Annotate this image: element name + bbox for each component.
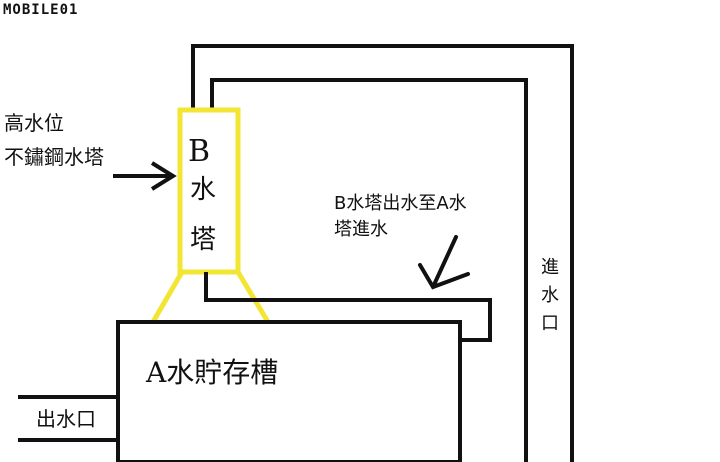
b-tower-letter: B [188, 134, 211, 169]
flow-arrow-icon [418, 235, 470, 290]
tank-a-outline [116, 320, 462, 462]
b-tower-char1: 水 [190, 175, 217, 205]
tank-a-label: A水貯存槽 [146, 356, 279, 389]
label-high-level: 高水位 [4, 111, 64, 135]
site-logo: MOBILE01 [3, 2, 78, 18]
label-stainless-tower: 不鏽鋼水塔 [4, 145, 104, 169]
arrow-to-tower-head [150, 161, 177, 191]
logo-text: MOBILE01 [3, 2, 79, 18]
tower-leg-left [150, 270, 185, 324]
tower-leg-right [235, 270, 271, 324]
outer-pipe [191, 44, 574, 462]
inner-pipe [210, 78, 528, 462]
flow-note-line1: B水塔出水至A水 [334, 193, 467, 214]
inlet-char2: 水 [541, 285, 559, 306]
b-tower-outline [177, 107, 241, 275]
b-tower-char2: 塔 [190, 225, 217, 255]
inlet-char1: 進 [541, 257, 559, 278]
outlet-label: 出水口 [36, 407, 96, 431]
transfer-pipe [204, 272, 492, 342]
flow-note-line2: 塔進水 [334, 219, 388, 240]
inlet-char3: 口 [541, 313, 559, 334]
